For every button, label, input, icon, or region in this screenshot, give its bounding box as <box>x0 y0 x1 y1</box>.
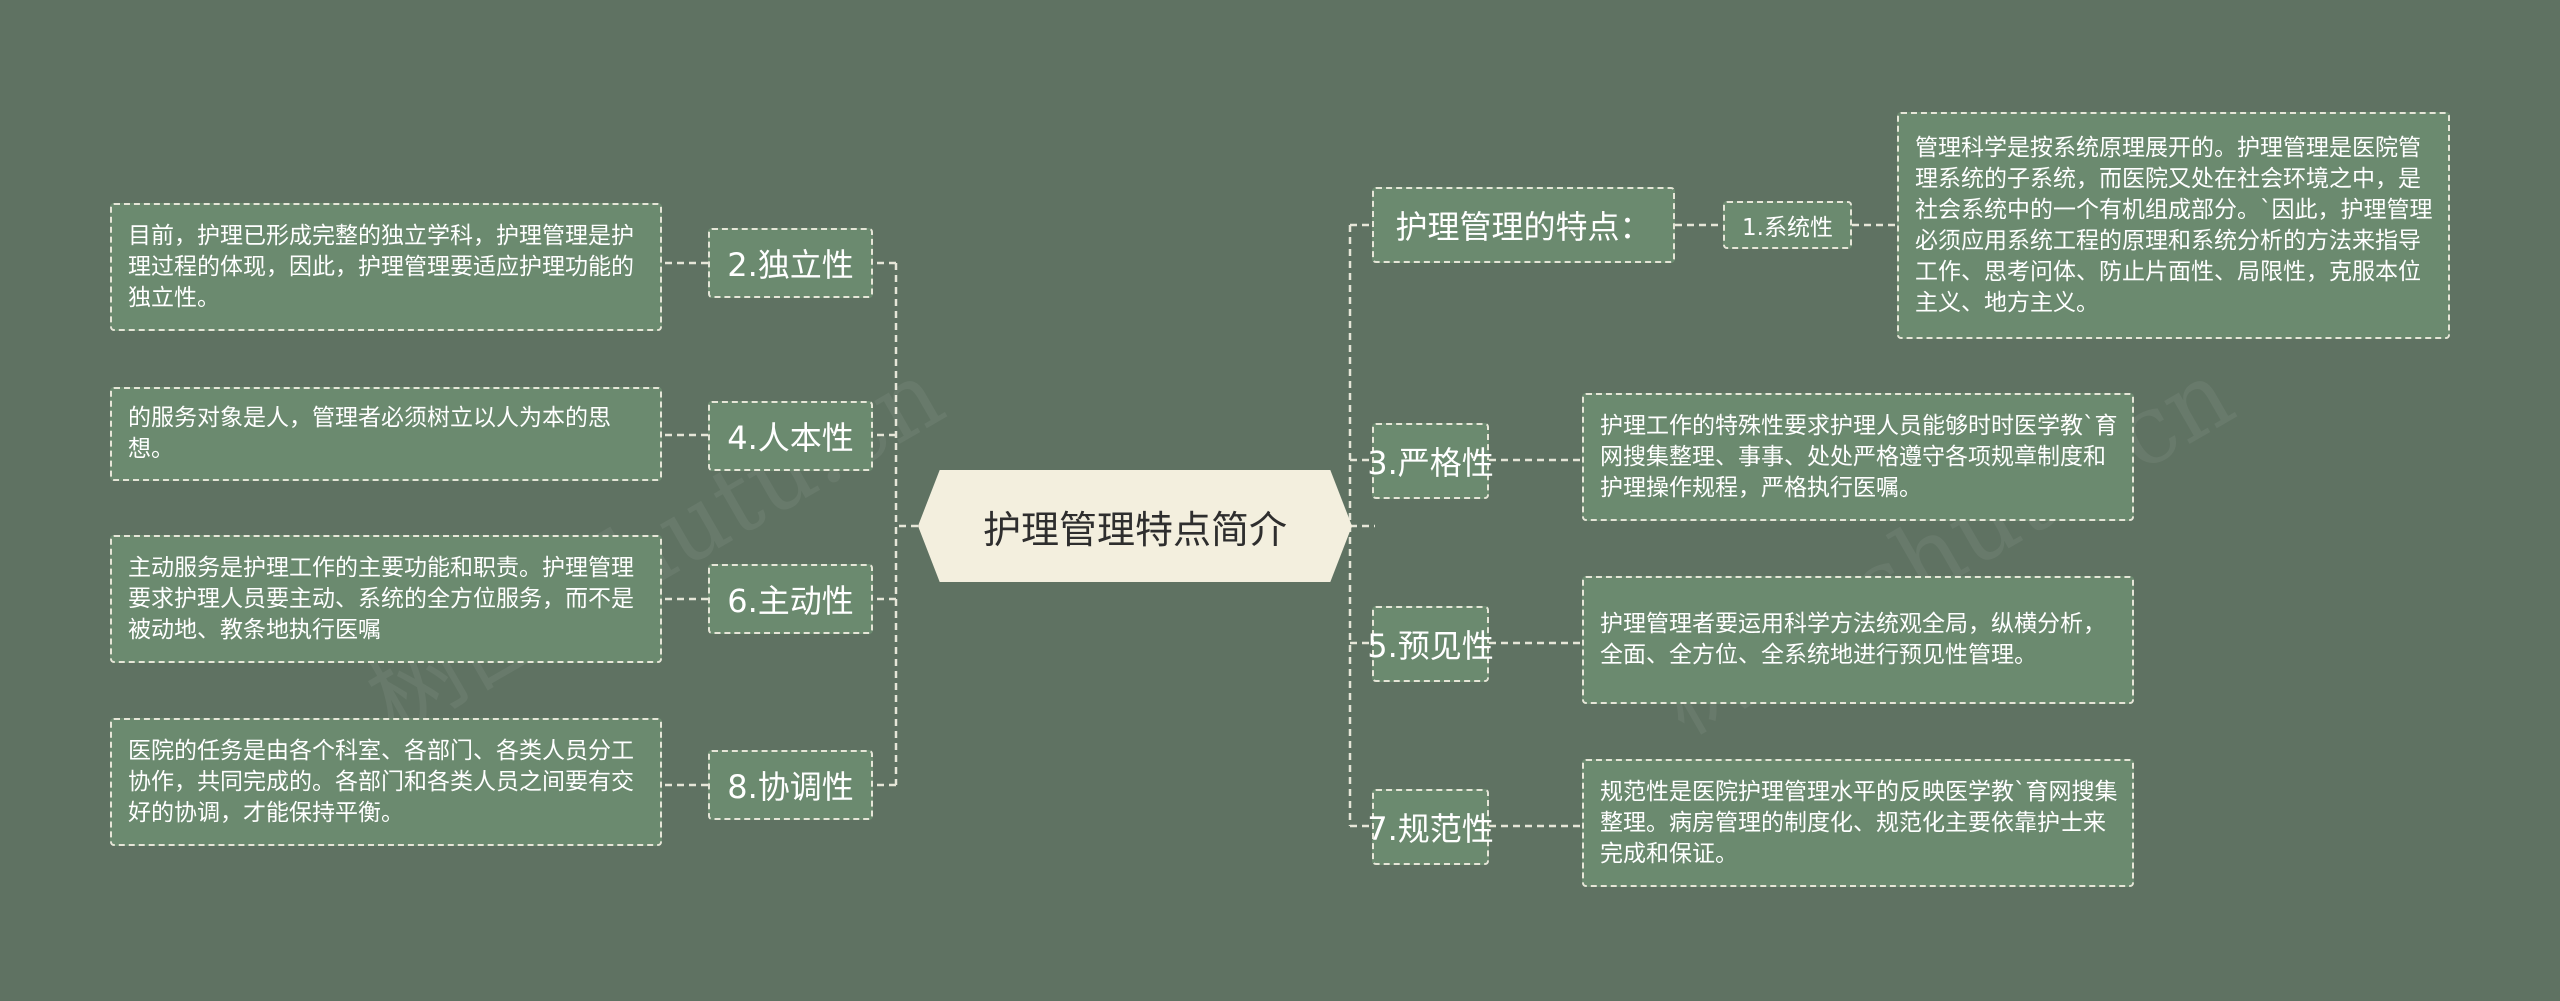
branch-management-features[interactable]: 护理管理的特点： <box>1372 187 1675 263</box>
branch-systematic[interactable]: 1.系统性 <box>1723 201 1852 249</box>
leaf-foresight[interactable]: 护理管理者要运用科学方法统观全局，纵横分析，全面、全方位、全系统地进行预见性管理… <box>1582 576 2134 704</box>
leaf-systematic[interactable]: 管理科学是按系统原理展开的。护理管理是医院管理系统的子系统，而医院又处在社会环境… <box>1897 112 2450 339</box>
leaf-initiative[interactable]: 主动服务是护理工作的主要功能和职责。护理管理要求护理人员要主动、系统的全方位服务… <box>110 535 662 663</box>
leaf-humanism[interactable]: 的服务对象是人，管理者必须树立以人为本的思想。 <box>110 387 662 481</box>
leaf-strictness[interactable]: 护理工作的特殊性要求护理人员能够时时医学教`育网搜集整理、事事、处处严格遵守各项… <box>1582 393 2134 521</box>
branch-humanism[interactable]: 4.人本性 <box>708 401 873 471</box>
branch-coordination[interactable]: 8.协调性 <box>708 750 873 820</box>
leaf-coordination[interactable]: 医院的任务是由各个科室、各部门、各类人员分工协作，共同完成的。各部门和各类人员之… <box>110 718 662 846</box>
branch-standardization[interactable]: 7.规范性 <box>1367 789 1494 865</box>
branch-independence[interactable]: 2.独立性 <box>708 228 873 298</box>
leaf-independence[interactable]: 目前，护理已形成完整的独立学科，护理管理是护理过程的体现，因此，护理管理要适应护… <box>110 203 662 331</box>
branch-strictness[interactable]: 3.严格性 <box>1367 423 1494 499</box>
branch-initiative[interactable]: 6.主动性 <box>708 564 873 634</box>
leaf-standardization[interactable]: 规范性是医院护理管理水平的反映医学教`育网搜集整理。病房管理的制度化、规范化主要… <box>1582 759 2134 887</box>
central-topic[interactable]: 护理管理特点简介 <box>918 470 1352 582</box>
branch-foresight[interactable]: 5.预见性 <box>1367 606 1494 682</box>
